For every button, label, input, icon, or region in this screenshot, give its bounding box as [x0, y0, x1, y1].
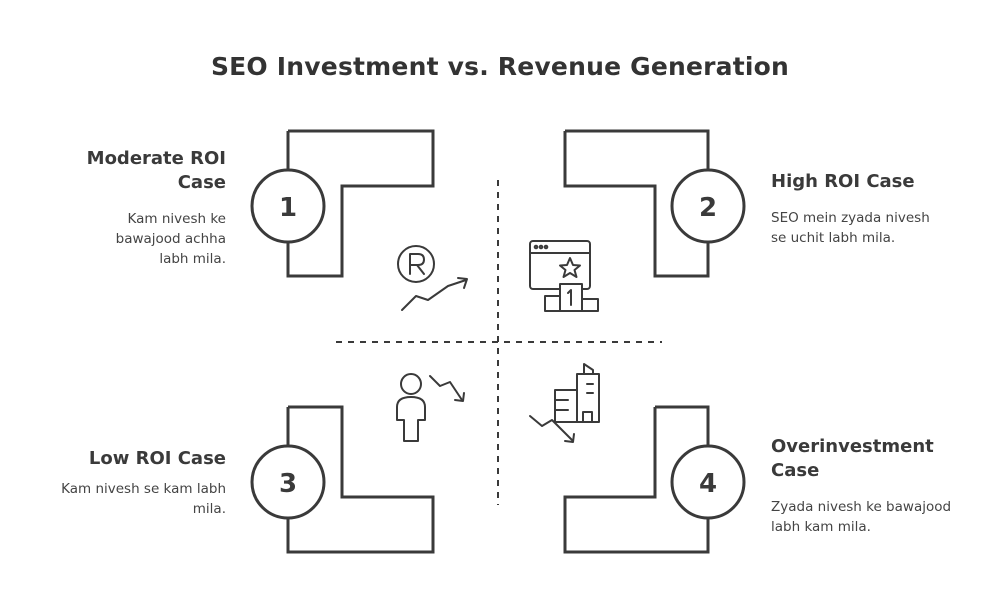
- building-decline-icon: [529, 363, 600, 443]
- quadrant-4-heading: Overinvestment Case: [771, 436, 934, 481]
- quadrant-3-text: Low ROI Case Kam nivesh se kam labh mila…: [30, 447, 226, 519]
- winner-podium-icon: [529, 240, 599, 312]
- quadrant-1-heading: Moderate ROI Case: [86, 148, 226, 193]
- quadrant-4-badge: 4: [670, 444, 746, 520]
- quadrant-3-heading: Low ROI Case: [88, 448, 226, 469]
- quadrant-1-description: Kam nivesh ke bawajood achha labh mila.: [115, 211, 226, 267]
- quadrant-1-badge: 1: [250, 168, 326, 244]
- quadrant-4-text: Overinvestment Case Zyada nivesh ke bawa…: [771, 435, 971, 537]
- diagram-title: SEO Investment vs. Revenue Generation: [210, 52, 790, 81]
- quadrant-3-badge: 3: [250, 444, 326, 520]
- quadrant-1-text: Moderate ROI Case Kam nivesh ke bawajood…: [40, 147, 226, 269]
- person-decline-icon: [396, 373, 465, 442]
- quadrant-2-text: High ROI Case SEO mein zyada nivesh se u…: [771, 170, 971, 248]
- quadrant-2-heading: High ROI Case: [771, 171, 915, 192]
- quadrant-3-frame: [286, 405, 435, 554]
- quadrant-1-frame: [286, 129, 435, 278]
- quadrant-1-number: 1: [279, 193, 297, 223]
- quadrant-2-badge: 2: [670, 168, 746, 244]
- revenue-growth-icon: [397, 245, 468, 311]
- quadrant-3-description: Kam nivesh se kam labh mila.: [61, 481, 226, 517]
- quadrant-3-number: 3: [279, 469, 297, 499]
- quadrant-2-frame: [563, 129, 710, 278]
- quadrant-4-description: Zyada nivesh ke bawajood labh kam mila.: [771, 499, 952, 535]
- quadrant-4-number: 4: [699, 469, 717, 499]
- quadrant-4-frame: [563, 405, 710, 554]
- quadrant-2-number: 2: [699, 193, 717, 223]
- quadrant-2-description: SEO mein zyada nivesh se uchit labh mila…: [771, 210, 930, 246]
